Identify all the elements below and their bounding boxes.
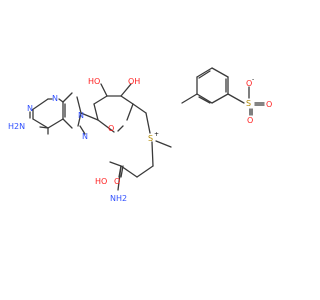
sulfonate-sulfur-label: S	[246, 99, 251, 108]
adenine-n3-label: N	[52, 94, 58, 103]
adenine-bonds	[29, 92, 99, 135]
acid-carbonyl-label: O	[114, 177, 120, 186]
ribose-oxygen-label: O	[108, 124, 114, 133]
ribose-bonds	[93, 83, 147, 133]
acid-hydroxyl-label: HO	[95, 177, 107, 186]
sulfonate-charge: -	[252, 76, 254, 83]
adenine-amine-label: H2N	[8, 122, 25, 131]
sulfonate-oxygen-bottom-label: O	[247, 116, 253, 125]
hydroxyl-right-label: OH	[128, 77, 140, 86]
adenine-n7-label: N	[82, 132, 88, 141]
molecule-diagram: H2N N N N N HO OH O S + HO O NH2 S O - O…	[8, 67, 272, 203]
structure-svg: H2N N N N N HO OH O S + HO O NH2 S O - O…	[8, 67, 272, 203]
sulfonium-charge: +	[154, 131, 159, 138]
amino-label: NH2	[110, 194, 127, 203]
sulfonium-label: S	[148, 134, 153, 143]
methionine-bonds	[109, 112, 172, 191]
adenine-n9-label: N	[78, 111, 84, 120]
hydroxyl-left-label: HO	[88, 77, 100, 86]
sulfonate-oxygen-right-label: O	[266, 100, 272, 109]
tosylate-bonds	[181, 67, 265, 116]
adenine-n1-label: N	[27, 104, 33, 113]
sulfonate-oxygen-minus-label: O	[246, 79, 252, 88]
atom-labels: H2N N N N N HO OH O S + HO O NH2 S O - O…	[8, 76, 272, 203]
